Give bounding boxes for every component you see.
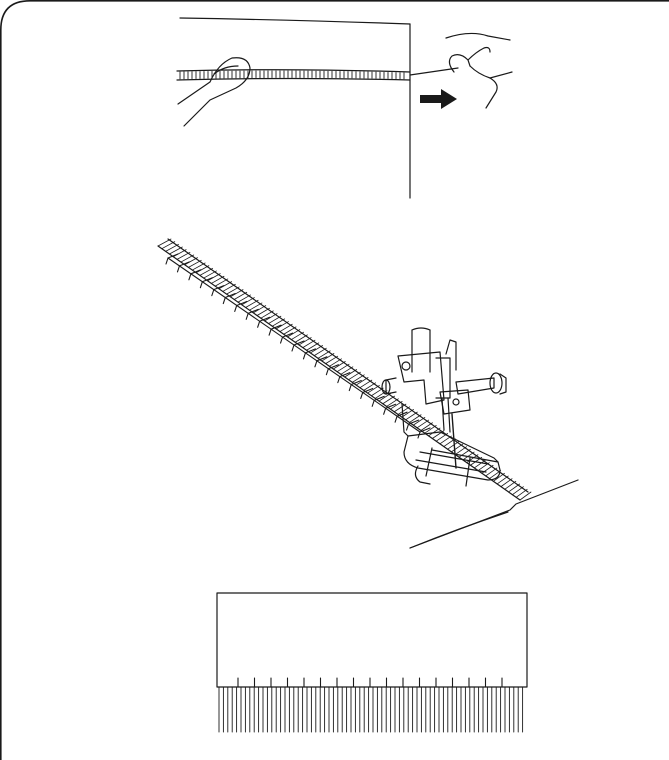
fabric-top-edge: [180, 18, 410, 24]
stitch-tick: [200, 282, 202, 288]
figure-sewing-fringe: [158, 239, 578, 548]
stitch-line: [168, 258, 420, 432]
stitch-tick: [395, 416, 397, 422]
fabric-rectangle: [217, 593, 527, 687]
fringe-threads: [219, 687, 523, 732]
stitch-tick: [292, 345, 294, 351]
right-arrow-icon: [420, 89, 457, 109]
stitch-tick: [361, 392, 363, 398]
stitch-tick: [212, 290, 214, 296]
right-hand-icon: [446, 33, 512, 108]
left-hand-icon: [178, 58, 250, 126]
fringe-band: [158, 239, 531, 500]
stitch-tick: [303, 353, 305, 359]
zigzag-stitches: [166, 254, 430, 438]
finished-stitch-line: [222, 678, 522, 687]
stitch-tick: [258, 321, 260, 327]
presser-foot-icon: [382, 328, 506, 486]
stitch-tick: [384, 408, 386, 414]
stitch-tick: [315, 361, 317, 367]
stitch-tick: [281, 337, 283, 343]
fringe-band-hatching: [158, 239, 531, 500]
figure-pull-thread: [177, 18, 512, 198]
figure-finished-fringe: [217, 593, 527, 732]
stitch-tick: [189, 274, 191, 280]
stitch-tick: [223, 298, 225, 304]
stitch-tick: [407, 424, 409, 430]
pulled-thread: [410, 68, 458, 75]
stitch-tick: [246, 313, 248, 319]
stitch-tick: [177, 266, 179, 272]
stitch-tick: [372, 400, 374, 406]
stitch-tick: [269, 329, 271, 335]
stitch-tick: [338, 377, 340, 383]
stitch-tick: [326, 369, 328, 375]
stitch-tick: [166, 258, 168, 264]
stitch-tick: [349, 385, 351, 391]
stitch-tick: [235, 305, 237, 311]
